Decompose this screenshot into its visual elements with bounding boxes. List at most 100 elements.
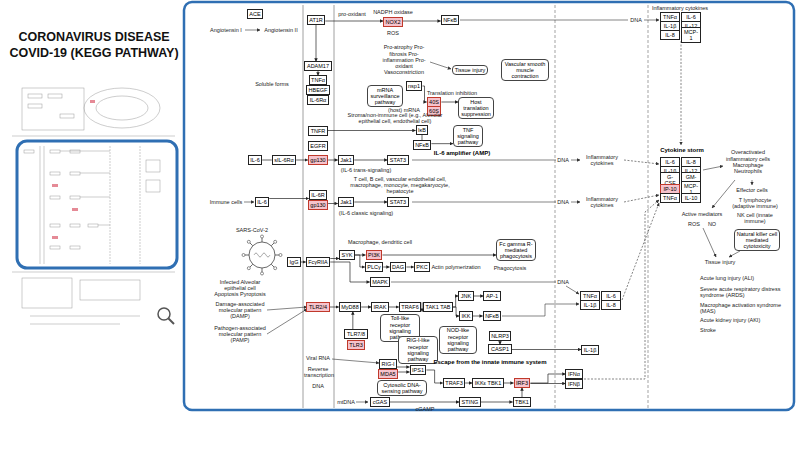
gene-box: TNFα [309,75,328,84]
gene-box: AT1R [307,15,326,24]
pathway-connector [328,203,338,204]
annotation-label: DNA [557,279,569,285]
pathway-box: TNF signaling pathway [453,125,483,147]
gene-box: RIG-I [379,359,397,368]
node-text: CASP1 [491,346,509,352]
node-text: Natural killer cell mediated cytotoxicit… [737,231,777,250]
thumbnail-shape [44,146,45,264]
pathway-box: Fc gamma R-mediated phagocytosis [496,239,536,261]
thumbnail-shape [80,173,110,174]
pathway-box: Cytosolic DNA-sensing pathway [377,380,427,396]
membrane-line [303,5,304,408]
gene-box: IRAK [371,302,389,311]
thumbnail-shape [24,150,34,153]
gene-box: TLR7/8 [344,329,367,338]
thumbnail-shape [84,88,160,128]
pathway-connector [389,307,399,308]
gene-box: Jak1 [338,155,355,164]
node-text: TLR3 [349,342,362,348]
pathway-connector [382,255,496,256]
gene-box: IL-10 [681,193,701,202]
thumbnail-shape [110,146,111,264]
flow-line [267,307,307,310]
highlighted-gene-box: TLR3 [347,340,365,349]
highlighted-gene-box: PI3K [366,250,383,259]
thumbnail-shape [28,104,42,108]
gene-box: TNFα [580,291,600,300]
flow-line [267,309,307,334]
pathway-connector [530,383,565,384]
node-text: IL-6 [250,157,259,163]
thumbnail [12,88,175,324]
pathway-connector [390,402,459,403]
flow-line [703,228,716,257]
node-text: NLRP3 [491,333,509,339]
annotation-label: Acute kidney injury (AKI) [700,317,760,323]
node-text: IP-10 [663,186,676,192]
annotation-label: Stroke [700,327,716,333]
node-text: PLCγ [367,264,380,270]
annotation-label: T cell, B cell, vascular endothelial cel… [340,176,460,195]
thumbnail-mark [52,236,58,239]
flow-line [729,251,740,257]
pathway-connector [431,143,453,144]
thumbnail-shape [50,150,60,153]
thumbnail-shape [30,324,120,325]
thumbnail-shape [60,114,74,118]
gene-box: IL-1β [581,345,599,354]
annotation-label: Tissue injury [705,259,736,265]
node-text: HBEGF [309,87,328,93]
thumbnail-mark [72,208,78,211]
pathway-connector [465,383,472,384]
highlighted-gene-box: MDA5 [378,369,398,378]
flow-line [502,304,579,316]
gene-box: IκB [416,125,429,134]
gene-box: IL-6 [660,157,680,166]
pathway-connector [441,102,458,103]
node-text: MyD88 [341,304,358,310]
pathway-connector [354,202,387,203]
region-divider [648,5,649,408]
pathway-box: RIG-I-like receptor signaling pathway [398,336,438,364]
node-text: TNFα [311,77,325,83]
gene-box: IgG [287,257,301,266]
thumbnail-shape [22,278,72,308]
annotation-label: NK cell (innate immune) [727,212,783,225]
node-text: RIG-I-like receptor signaling pathway [406,337,429,362]
thumbnail-shape [96,96,148,120]
virus-rna [254,253,270,257]
gene-box: EGFR [308,141,328,150]
node-text: Cytosolic DNA-sensing pathway [382,382,423,394]
gene-box: IL-1β [660,21,680,30]
gene-box: IKKε TBK1 [472,378,504,387]
pathway-connector [426,370,442,383]
gene-box: IL-6Rα [307,95,329,104]
gene-box: TNFR [308,126,328,135]
gene-box: IL-6 [255,197,269,206]
gene-box: MCP-1 [681,27,701,43]
thumbnail-shape [12,136,175,137]
gene-box: NLRP3 [489,331,512,340]
thumbnail-shape [50,246,60,249]
node-text: 40S [429,99,439,105]
node-text: PKC [416,264,427,270]
pathway-box: Natural killer cell mediated cytotoxicit… [734,229,780,251]
gene-box: TRAF6 [399,302,421,311]
virus-knobs [242,235,282,275]
node-text: IκB [418,127,426,133]
node-text: IL-1β [584,302,597,308]
virus-spike [262,268,263,272]
annotation-label: Acute lung injury (ALI) [700,275,754,281]
node-text: IL-6R [311,192,324,198]
annotation-label: (IL-6 classic signaling) [339,210,393,216]
node-text: IL-8 [686,159,695,165]
annotation-label: Angiotensin I [210,27,242,33]
flow-line [703,166,723,170]
flow-line [244,202,254,203]
annotation-label: Severe acute respiratory distress syndro… [700,286,790,299]
flow-line [332,359,379,363]
flow-line [571,202,580,203]
zoom-panel [184,2,794,410]
highlighted-gene-box: IRF3 [514,378,531,387]
thumbnail-shape [22,88,84,130]
